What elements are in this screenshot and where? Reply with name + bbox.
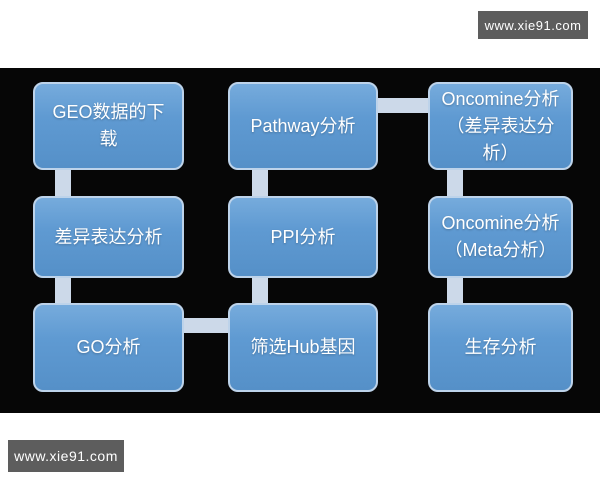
node-deg-analysis-label: 差异表达分析 [54, 226, 163, 247]
node-hub-genes: 筛选Hub基因 [228, 303, 378, 392]
connector-deg-to-go [55, 274, 71, 308]
node-oncomine-meta-label: Oncomine分析（Meta分析） [441, 213, 560, 260]
node-geo-download-label: GEO数据的下载 [52, 102, 165, 149]
watermark-top: www.xie91.com [478, 11, 588, 39]
connector-pathway-to-oncominedeg [370, 98, 436, 113]
connector-pathway-to-ppi [252, 166, 268, 200]
node-survival: 生存分析 [428, 303, 573, 392]
connector-go-to-hub [176, 318, 236, 333]
connector-geo-to-deg [55, 166, 71, 200]
node-oncomine-meta: Oncomine分析（Meta分析） [428, 196, 573, 278]
connector-meta-to-survival [447, 274, 463, 308]
flowchart-panel: GEO数据的下载 差异表达分析 GO分析 Pathway分析 PPI分析 筛选H… [0, 68, 600, 413]
node-go-analysis: GO分析 [33, 303, 184, 392]
node-geo-download: GEO数据的下载 [33, 82, 184, 170]
node-ppi: PPI分析 [228, 196, 378, 278]
node-oncomine-deg-label: Oncomine分析（差异表达分析） [441, 88, 560, 163]
node-oncomine-deg: Oncomine分析（差异表达分析） [428, 82, 573, 170]
node-deg-analysis: 差异表达分析 [33, 196, 184, 278]
connector-ppi-to-hub [252, 274, 268, 308]
watermark-top-text: www.xie91.com [484, 17, 582, 33]
node-ppi-label: PPI分析 [270, 226, 336, 247]
node-pathway-label: Pathway分析 [250, 115, 356, 136]
watermark-bottom-text: www.xie91.com [14, 448, 118, 464]
watermark-bottom: www.xie91.com [8, 440, 124, 472]
node-hub-genes-label: 筛选Hub基因 [250, 337, 356, 357]
node-go-analysis-label: GO分析 [76, 337, 141, 357]
node-survival-label: 生存分析 [464, 337, 537, 357]
connector-oncominedeg-to-meta [447, 166, 463, 200]
node-pathway: Pathway分析 [228, 82, 378, 170]
